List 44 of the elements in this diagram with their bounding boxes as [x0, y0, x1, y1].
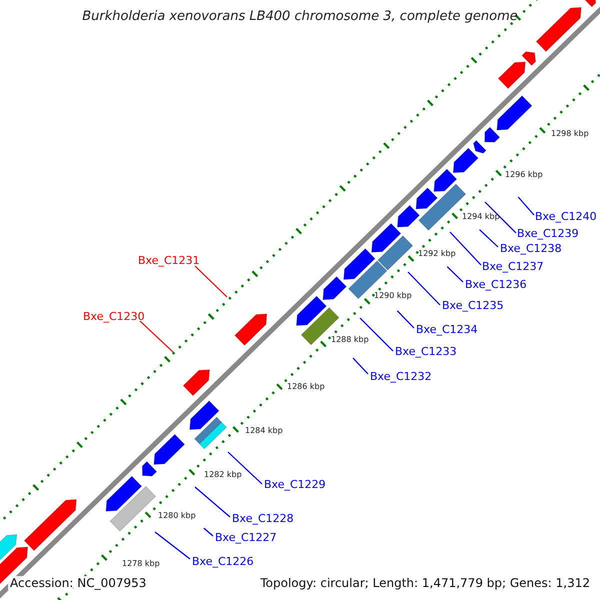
leader-line	[194, 266, 228, 298]
scale-label: 1298 kbp	[551, 130, 589, 138]
leader-line	[484, 202, 516, 234]
accession-text: Accession: NC_007953	[8, 576, 148, 590]
scale-label: 1280 kbp	[158, 512, 196, 520]
title: Burkholderia xenovorans LB400 chromosome 3, complete genome	[81, 10, 519, 23]
gene-label: Bxe_C1240	[535, 211, 597, 222]
scale-label: 1278 kbp	[122, 560, 160, 568]
leader-line	[228, 452, 262, 484]
gene-label: Bxe_C1234	[416, 324, 478, 335]
genome-info-text: Topology: circular; Length: 1,471,779 bp; Genes: 1,312	[258, 576, 592, 590]
scale-label: 1286 kbp	[287, 383, 325, 391]
scale-label: 1284 kbp	[245, 427, 283, 435]
scale-label: 1292 kbp	[418, 250, 456, 258]
gene-label: Bxe_C1226	[192, 556, 254, 567]
scale-label: 1282 kbp	[204, 471, 242, 479]
scale-label: 1290 kbp	[374, 292, 412, 300]
leader-line	[360, 318, 394, 352]
leader-line	[154, 532, 190, 560]
leader-line	[194, 486, 230, 518]
gene-label: Bxe_C1229	[264, 479, 326, 490]
scale-label: 1294 kbp	[462, 213, 500, 221]
leader-line	[518, 196, 534, 216]
gene-label: Bxe_C1230	[83, 311, 145, 322]
gene-label: Bxe_C1236	[465, 279, 527, 290]
leader-line	[408, 272, 440, 306]
leader-line	[396, 310, 414, 328]
gene-label: Bxe_C1237	[482, 261, 544, 272]
leader-line	[479, 229, 498, 248]
scale-label: 1288 kbp	[331, 336, 369, 344]
leader-line	[352, 358, 368, 374]
scale-label: 1296 kbp	[505, 171, 543, 179]
leader-line	[446, 266, 464, 282]
leader-line	[140, 320, 174, 352]
leader-line	[203, 528, 214, 536]
gene-label: Bxe_C1239	[517, 228, 579, 239]
gene-label: Bxe_C1238	[500, 243, 562, 254]
gene-label: Bxe_C1228	[232, 513, 294, 524]
gene-label: Bxe_C1231	[138, 255, 200, 266]
gene-label: Bxe_C1233	[395, 346, 457, 357]
gene-label: Bxe_C1235	[442, 300, 504, 311]
gene-label: Bxe_C1232	[370, 371, 432, 382]
gene-label: Bxe_C1227	[215, 532, 277, 543]
leader-line	[450, 232, 482, 266]
